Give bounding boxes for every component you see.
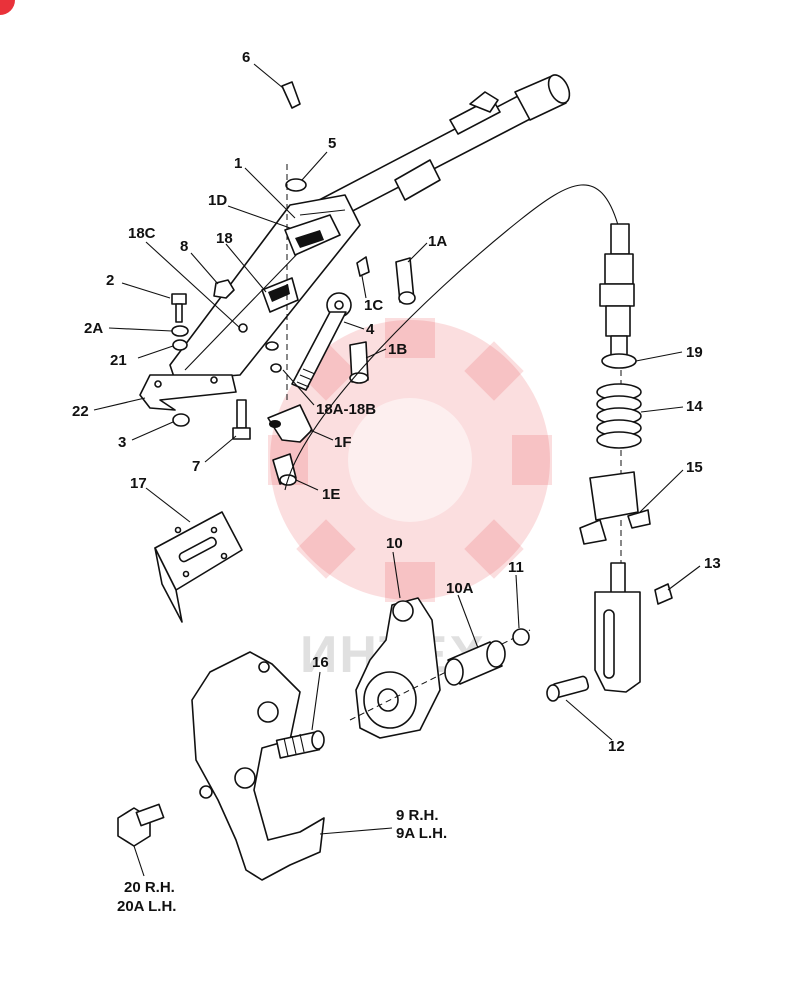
callout-1e: 1E — [322, 486, 340, 503]
callout-15: 15 — [686, 459, 703, 476]
washer-2a — [171, 325, 189, 337]
spring-14 — [596, 383, 642, 449]
callout-1f: 1F — [334, 434, 352, 451]
bolt-7 — [232, 399, 251, 440]
callout-14: 14 — [686, 398, 703, 415]
nut-18c — [238, 323, 248, 333]
retainer-clip-15 — [579, 471, 651, 545]
pin-1b — [349, 341, 369, 384]
lockwasher-21 — [172, 339, 188, 351]
callout-13: 13 — [704, 555, 721, 572]
bracket-17 — [154, 511, 243, 623]
callout-22: 22 — [72, 403, 89, 420]
callout-10a: 10A — [446, 580, 474, 597]
callout-18c: 18C — [128, 225, 156, 242]
pin-1a — [395, 257, 416, 305]
callout-8: 8 — [180, 238, 188, 255]
cotter-pin-13 — [654, 583, 673, 605]
callout-6: 6 — [242, 49, 250, 66]
watermark-gear-logo — [268, 318, 552, 602]
callout-20-rh: 20 R.H. — [124, 879, 175, 896]
washer-19 — [601, 353, 637, 369]
callout-2a: 2A — [84, 320, 103, 337]
lever-assembly — [139, 74, 571, 411]
callout-4: 4 — [366, 321, 375, 338]
callout-5: 5 — [328, 135, 336, 152]
threaded-rod-4 — [291, 292, 352, 391]
callout-9-rh: 9 R.H. — [396, 807, 439, 824]
springs-18a-18b — [265, 341, 282, 373]
callout-20a-lh: 20A L.H. — [117, 898, 176, 915]
cable-end-rod — [599, 223, 635, 357]
nut-3 — [172, 413, 190, 427]
stud-16 — [275, 730, 325, 759]
clevis-pin-12 — [546, 675, 590, 702]
bolt-2 — [171, 293, 187, 323]
callout-7: 7 — [192, 458, 200, 475]
callout-16: 16 — [312, 654, 329, 671]
clevis-yoke — [594, 562, 641, 693]
nut-11 — [512, 628, 530, 646]
clamp-1f — [267, 404, 313, 443]
callout-10: 10 — [386, 535, 403, 552]
callout-1: 1 — [234, 155, 242, 172]
callout-1d: 1D — [208, 192, 227, 209]
callout-17: 17 — [130, 475, 147, 492]
callout-18: 18 — [216, 230, 233, 247]
callout-3: 3 — [118, 434, 126, 451]
clip-1c — [356, 256, 370, 277]
callout-labels: 6 5 1 1D 1A 18C 8 18 2 1C 2A 4 21 1B 19 … — [72, 49, 721, 915]
callout-1b: 1B — [388, 341, 407, 358]
control-cable — [284, 184, 619, 491]
nut-8 — [213, 279, 235, 299]
callout-12: 12 — [608, 738, 625, 755]
support-bracket-9 — [191, 651, 325, 881]
bolt-20 — [117, 803, 165, 847]
callout-1a: 1A — [428, 233, 447, 250]
callout-18a-18b: 18A-18B — [316, 401, 376, 418]
callout-21: 21 — [110, 352, 127, 369]
cotter-pin-6 — [281, 81, 301, 109]
bell-crank-10 — [349, 597, 531, 739]
callout-9a-lh: 9A L.H. — [396, 825, 447, 842]
callout-19: 19 — [686, 344, 703, 361]
callout-1c: 1C — [364, 297, 383, 314]
callout-2: 2 — [106, 272, 114, 289]
washer-5 — [285, 178, 307, 192]
callout-11: 11 — [508, 559, 524, 576]
corner-badge — [0, 0, 15, 15]
bushing-10a — [444, 640, 506, 686]
leader-lines — [93, 63, 701, 877]
